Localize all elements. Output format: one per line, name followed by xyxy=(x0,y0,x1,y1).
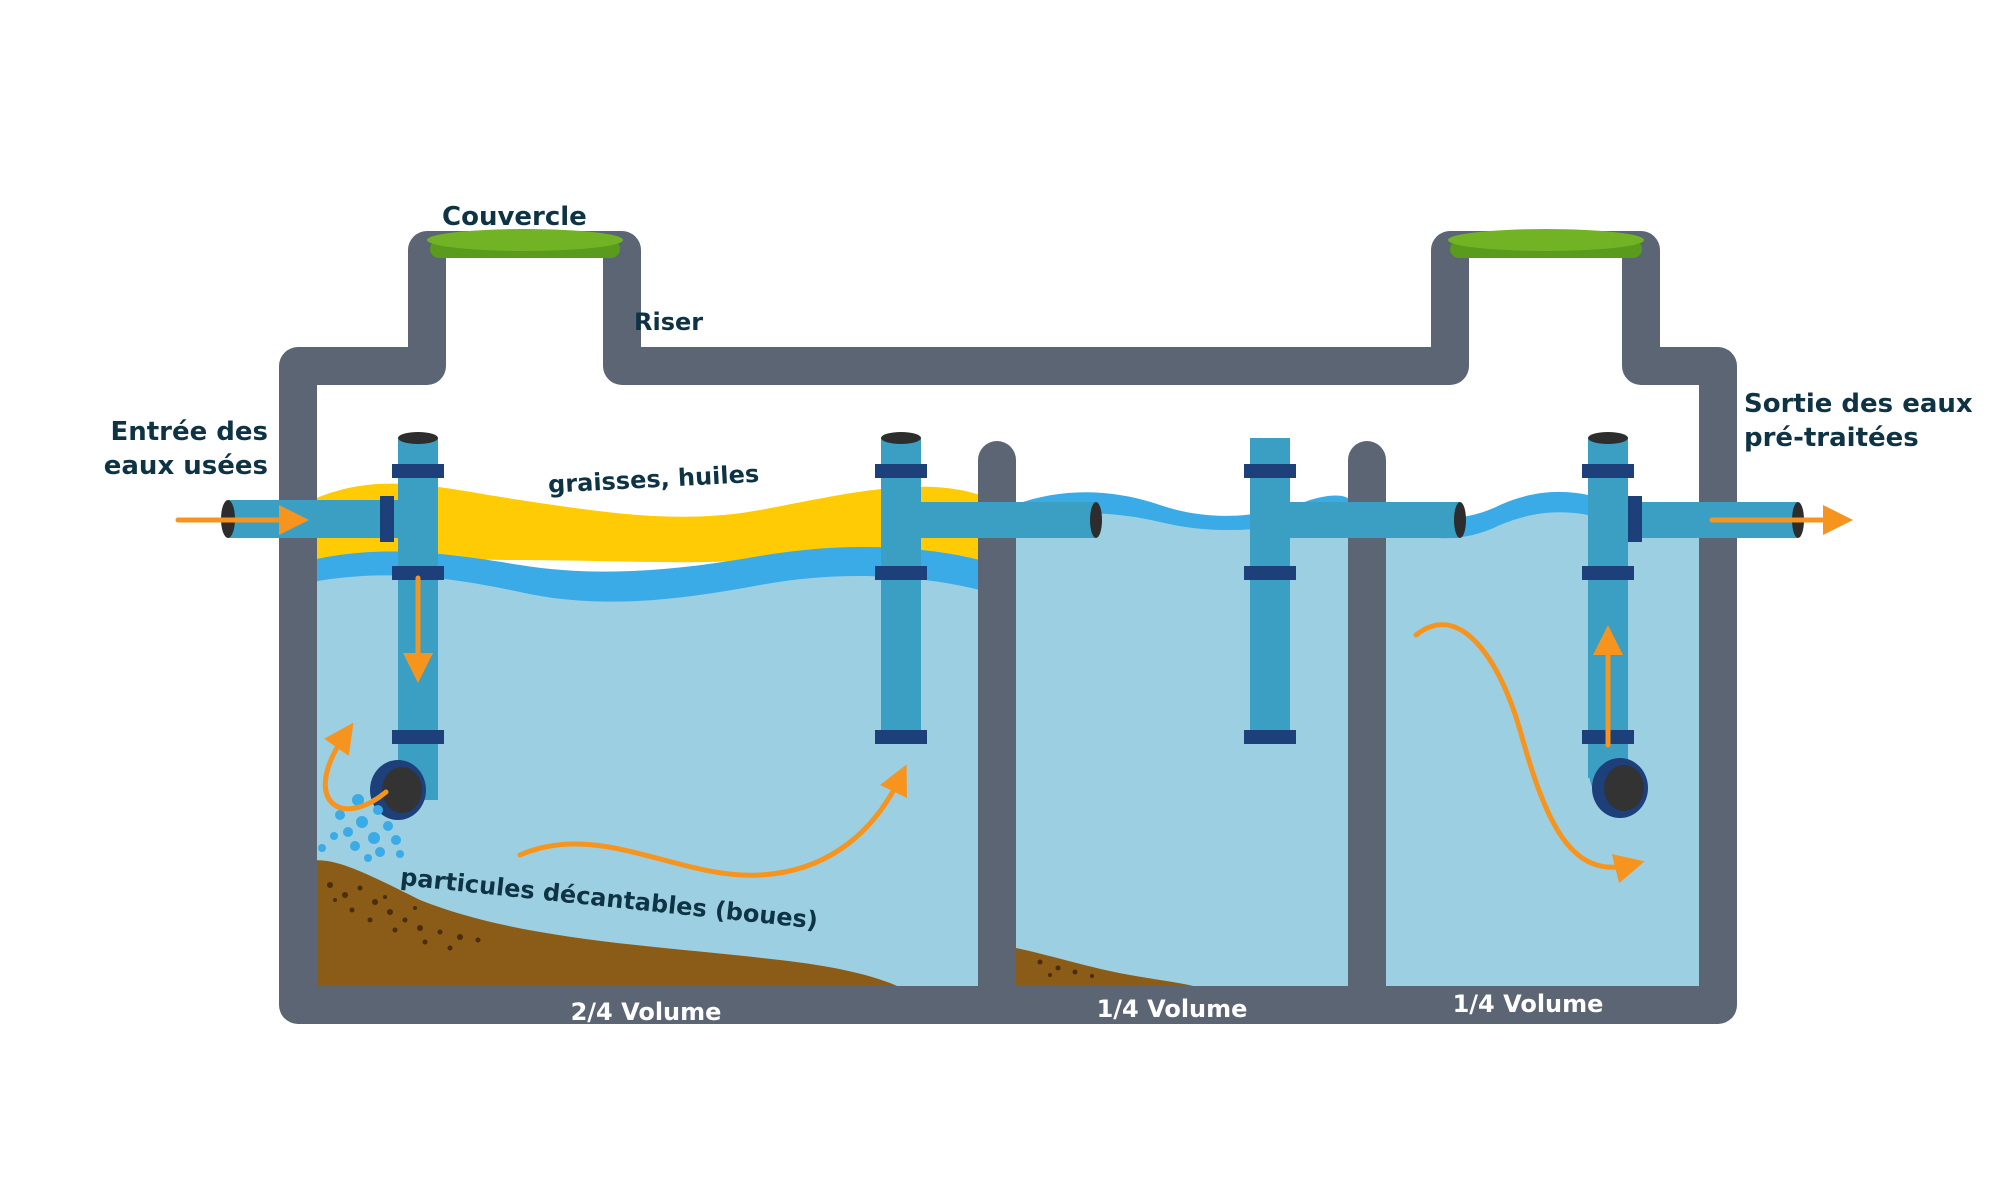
sludge-deposit-1 xyxy=(305,860,910,993)
grease-label: graisses, huiles xyxy=(547,460,759,499)
riser-label: Riser xyxy=(634,308,703,336)
flow-arrows xyxy=(175,505,1853,884)
lid-label: Couvercle xyxy=(442,202,587,232)
sludge-speckles xyxy=(327,882,481,951)
water-body-3 xyxy=(1384,512,1700,990)
arrow-icon xyxy=(517,764,907,878)
arrow-icon xyxy=(322,722,389,812)
bubbles xyxy=(318,794,404,862)
grease-layer xyxy=(312,483,980,563)
lid-left xyxy=(427,229,623,258)
pipe-elbow-icon xyxy=(370,760,426,820)
riser-threads xyxy=(419,254,1649,350)
outlet-pipe-assembly xyxy=(1582,432,1804,818)
arrow-icon xyxy=(1413,622,1645,884)
water-body-1 xyxy=(312,575,980,990)
transfer-pipe-1 xyxy=(875,432,1102,744)
pipe-elbow-icon-outlet xyxy=(1592,758,1648,818)
water-compartment-3 xyxy=(1384,491,1700,990)
inlet-label-line2: eaux usées xyxy=(104,451,268,481)
tank-wall xyxy=(279,231,1737,1024)
volume-label-3: 1/4 Volume xyxy=(1453,990,1604,1018)
volume-label-1: 2/4 Volume xyxy=(571,998,722,1026)
lid-right xyxy=(1448,229,1644,258)
sludge-speckles-2 xyxy=(1037,959,1094,978)
outlet-label-line1: Sortie des eaux xyxy=(1744,389,1973,419)
water-body-2 xyxy=(1014,513,1350,990)
volume-label-2: 1/4 Volume xyxy=(1097,995,1248,1023)
inlet-label-line1: Entrée des xyxy=(110,417,268,447)
transfer-pipe-2 xyxy=(1244,438,1466,744)
sludge-deposit-2 xyxy=(1016,948,1215,993)
outlet-label-line2: pré-traitées xyxy=(1744,423,1919,453)
water-compartment-1 xyxy=(312,483,980,990)
water-compartment-2 xyxy=(1014,492,1350,990)
